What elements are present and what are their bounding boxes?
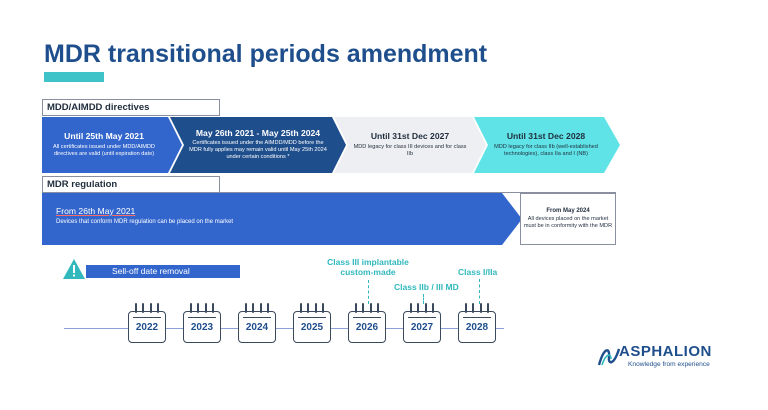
chevron-heading: Until 25th May 2021 — [64, 131, 144, 142]
page-title: MDR transitional periods amendment — [44, 40, 488, 68]
year-2026: 2026 — [348, 311, 386, 343]
mdr-box-heading: From May 2024 — [546, 207, 590, 214]
calendar-ring — [197, 303, 200, 313]
mdr-2024-box: From May 2024 All devices placed on the … — [520, 193, 616, 245]
calendar-ring — [432, 303, 435, 313]
chevron-heading: May 26th 2021 - May 25th 2024 — [195, 127, 321, 138]
mdr-arrow — [42, 193, 522, 245]
calendar-ring — [377, 303, 380, 313]
calendar-ring — [267, 303, 270, 313]
warning-icon — [62, 258, 86, 280]
calendar-ring — [134, 303, 137, 313]
year-2023: 2023 — [183, 311, 221, 343]
calendar-ring — [189, 303, 192, 313]
chevron-body: MDD legacy for class IIb (well-establish… — [494, 143, 598, 157]
year-2024: 2024 — [238, 311, 276, 343]
calendar-ring — [417, 303, 420, 313]
chevron-until-2028: Until 31st Dec 2028 MDD legacy for class… — [474, 117, 620, 173]
chevron-body: All certificates issued under MDD/AIMDD … — [53, 143, 155, 157]
calendar-rings — [403, 303, 441, 313]
calendar-ring — [307, 303, 310, 313]
chevron-transition-2024: May 26th 2021 - May 25th 2024 Certificat… — [170, 117, 346, 173]
chevron-until-2027: Until 31st Dec 2027 MDD legacy for class… — [334, 117, 486, 173]
calendar-ring — [212, 303, 215, 313]
calendar-ring — [204, 303, 207, 313]
section-label-directives: MDD/AIMDD directives — [42, 99, 220, 116]
chevron-heading: Until 31st Dec 2028 — [506, 131, 586, 142]
mdr-body: Devices that conform MDR regulation can … — [56, 219, 234, 225]
callout-class1: Class I/IIa — [458, 267, 498, 277]
calendar-ring — [252, 303, 255, 313]
timeline-line — [64, 328, 504, 329]
calendar-ring — [299, 303, 302, 313]
callout-class3-text: Class III implantable custom-made — [327, 257, 409, 278]
calendar-ring — [362, 303, 365, 313]
calendar-ring — [472, 303, 475, 313]
callout-class2b-connector — [423, 294, 424, 304]
calendar-ring — [487, 303, 490, 313]
callout-class2b: Class IIb / III MD — [394, 282, 459, 292]
year-2022: 2022 — [128, 311, 166, 343]
calendar-ring — [464, 303, 467, 313]
mdr-arrow-text: From 26th May 2021 Devices that conform … — [56, 206, 233, 225]
calendar-ring — [157, 303, 160, 313]
mdr-box-body: All devices placed on the market must be… — [523, 215, 613, 229]
chevron-body: MDD legacy for class III devices and for… — [353, 143, 467, 157]
calendar-ring — [149, 303, 152, 313]
calendar-rings — [183, 303, 221, 313]
calendar-rings — [348, 303, 386, 313]
chevron-heading: Until 31st Dec 2027 — [370, 131, 450, 142]
year-2028: 2028 — [458, 311, 496, 343]
section-label-regulation: MDR regulation — [42, 176, 220, 193]
year-2027: 2027 — [403, 311, 441, 343]
callout-class3-connector — [368, 280, 369, 304]
title-underline — [44, 72, 104, 82]
calendar-ring — [142, 303, 145, 313]
calendar-ring — [314, 303, 317, 313]
calendar-ring — [409, 303, 412, 313]
year-2025: 2025 — [293, 311, 331, 343]
callout-class1-connector — [479, 279, 480, 304]
asphalion-logo — [596, 343, 746, 369]
calendar-rings — [293, 303, 331, 313]
logo-tagline: Knowledge from experience — [628, 361, 710, 368]
calendar-ring — [369, 303, 372, 313]
calendar-ring — [479, 303, 482, 313]
calendar-ring — [322, 303, 325, 313]
calendar-ring — [424, 303, 427, 313]
calendar-rings — [128, 303, 166, 313]
calendar-rings — [458, 303, 496, 313]
calendar-ring — [244, 303, 247, 313]
mdr-heading: From 26th May 2021 — [56, 206, 136, 216]
chevron-until-2021: Until 25th May 2021 All certificates iss… — [42, 117, 182, 173]
section-divider — [220, 192, 616, 193]
logo-name: ASPHALION — [619, 343, 712, 360]
calendar-ring — [259, 303, 262, 313]
chevron-body: Certificates issued under the AIMDD/MDD … — [189, 140, 327, 161]
calendar-ring — [354, 303, 357, 313]
callout-class3: Class III implantable custom-made — [322, 257, 414, 277]
calendar-rings — [238, 303, 276, 313]
selloff-bar: Sell-off date removal — [86, 265, 240, 278]
